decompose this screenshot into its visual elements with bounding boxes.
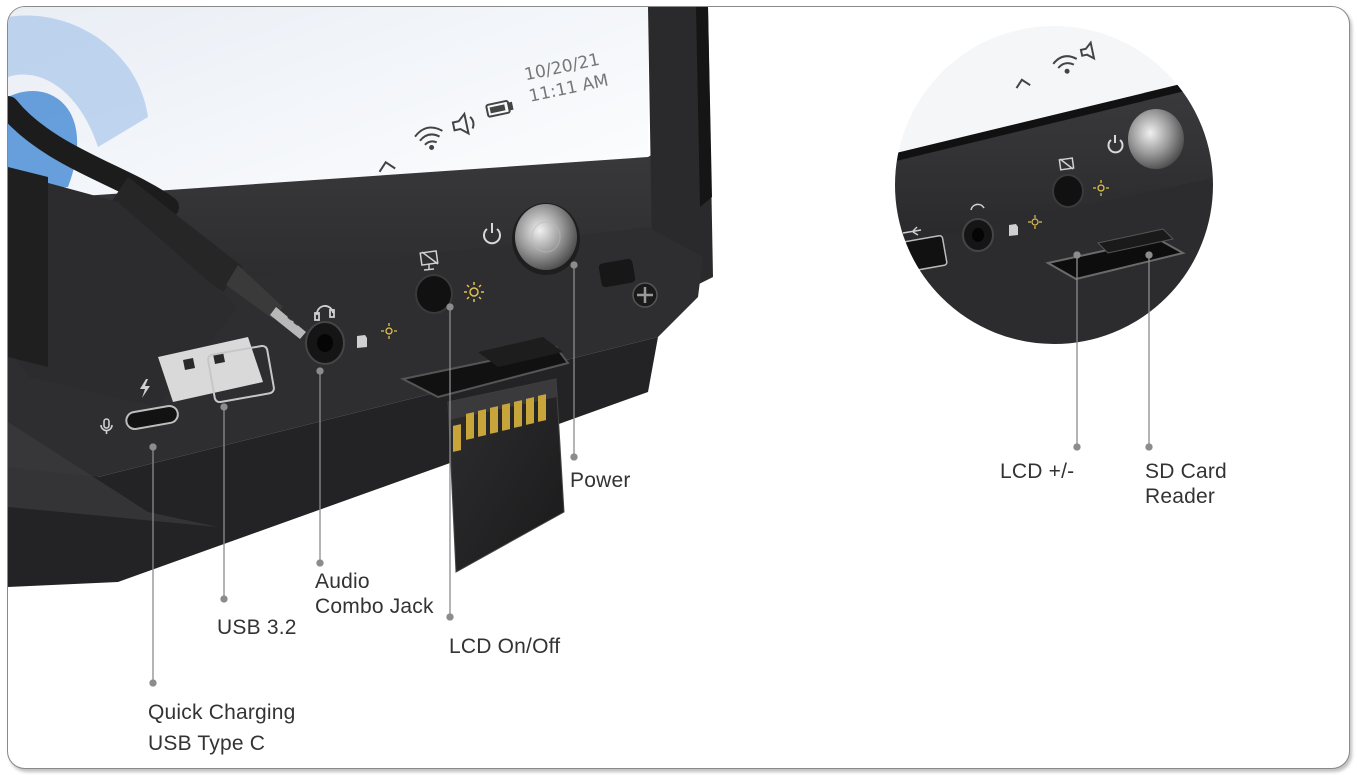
label-audio: Audio Combo Jack [315, 569, 434, 619]
brightness-icon [1093, 180, 1109, 196]
wifi-icon [1052, 55, 1078, 74]
chevron-up-icon [1015, 78, 1031, 89]
label-power-line1: Power [570, 469, 631, 492]
label-lcd-onoff: LCD On/Off [449, 634, 560, 659]
sd-card-icon [357, 335, 367, 348]
label-usb32: USB 3.2 [217, 615, 297, 640]
usb-c-port [125, 404, 179, 431]
audio-cable [8, 96, 306, 339]
label-quick-charging: Quick Charging USB Type C [148, 697, 296, 759]
audio-jack-port [305, 321, 345, 365]
microphone-icon [100, 418, 113, 434]
sd-card [447, 378, 565, 573]
lcd-onoff-button [415, 274, 453, 314]
label-lcd-plusminus-line1: LCD +/- [1000, 460, 1075, 483]
diagram-frame: 10/20/21 11:11 AM [7, 6, 1350, 769]
label-usb32-line1: USB 3.2 [217, 616, 297, 639]
chevron-up-icon [378, 160, 396, 173]
display-toggle-icon [419, 250, 439, 271]
power-icon [1107, 135, 1124, 154]
label-audio-line1: Audio [315, 570, 370, 593]
lcd-onoff-button [1052, 174, 1084, 208]
brightness-icon [464, 282, 484, 302]
brightness-icon [381, 323, 397, 339]
label-sd-card-line1: SD Card [1145, 460, 1227, 483]
label-sd-card-line2: Reader [1145, 485, 1216, 508]
label-audio-line2: Combo Jack [315, 595, 434, 618]
power-icon [483, 223, 501, 245]
label-lcd-plusminus: LCD +/- [1000, 459, 1074, 484]
label-quick-charging-line2: USB Type C [148, 732, 266, 755]
device-illustration: 10/20/21 11:11 AM [8, 7, 1215, 687]
zoom-system-tray [1015, 40, 1096, 89]
display-toggle-icon [1058, 157, 1075, 171]
usb32-port [207, 344, 275, 404]
device-main-view: 10/20/21 11:11 AM [8, 7, 713, 587]
headphone-icon [970, 203, 985, 211]
zoom-detail-view [894, 25, 1214, 345]
label-power: Power [570, 468, 631, 493]
battery-icon [485, 100, 514, 118]
speaker-icon [451, 111, 475, 136]
lightning-icon [140, 379, 150, 398]
power-button-knob [512, 203, 580, 275]
usb-icon [902, 226, 922, 236]
label-quick-charging-line1: Quick Charging [148, 701, 296, 724]
headphone-icon [314, 305, 335, 321]
speaker-icon [1079, 40, 1096, 61]
brightness-icon [1028, 215, 1042, 229]
power-button-knob [1128, 109, 1184, 169]
label-sd-card: SD Card Reader [1145, 459, 1227, 509]
wifi-icon [414, 126, 443, 150]
label-lcd-onoff-line1: LCD On/Off [449, 635, 561, 658]
sd-card-icon [1009, 224, 1018, 236]
leader-lines [149, 251, 1153, 687]
